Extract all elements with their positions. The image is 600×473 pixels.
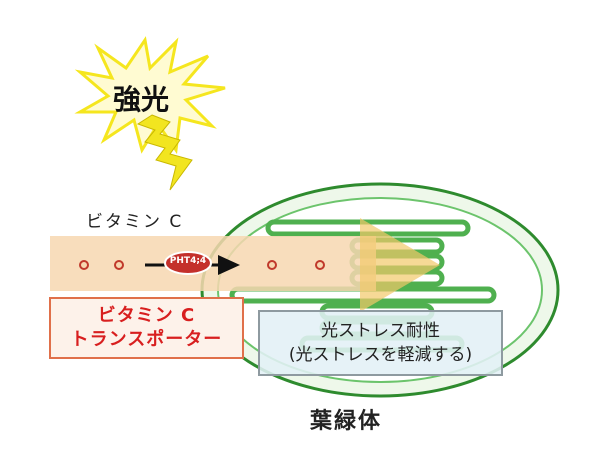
pht-label: PHT4;4 bbox=[169, 256, 207, 266]
transport-arrowhead bbox=[360, 218, 440, 312]
tolerance-line1: 光ストレス耐性 bbox=[321, 321, 440, 341]
vitamin-c-molecules bbox=[79, 260, 325, 270]
transport-arrow-head bbox=[218, 255, 240, 275]
vitamin-c-label: ビタミン C bbox=[86, 212, 184, 232]
pht-transporter bbox=[164, 251, 212, 275]
transporter-box: ビタミン C トランスポーター bbox=[49, 297, 244, 359]
chloroplast-label: 葉緑体 bbox=[310, 409, 383, 434]
tolerance-line2: (光ストレスを軽減する) bbox=[288, 345, 473, 365]
transporter-line1: ビタミン C bbox=[97, 305, 196, 326]
tolerance-box: 光ストレス耐性 (光ストレスを軽減する) bbox=[258, 310, 503, 376]
strong-light-label: 強光 bbox=[113, 83, 170, 116]
transporter-line2: トランスポーター bbox=[70, 329, 223, 350]
lightning-bolt-icon bbox=[136, 114, 193, 191]
